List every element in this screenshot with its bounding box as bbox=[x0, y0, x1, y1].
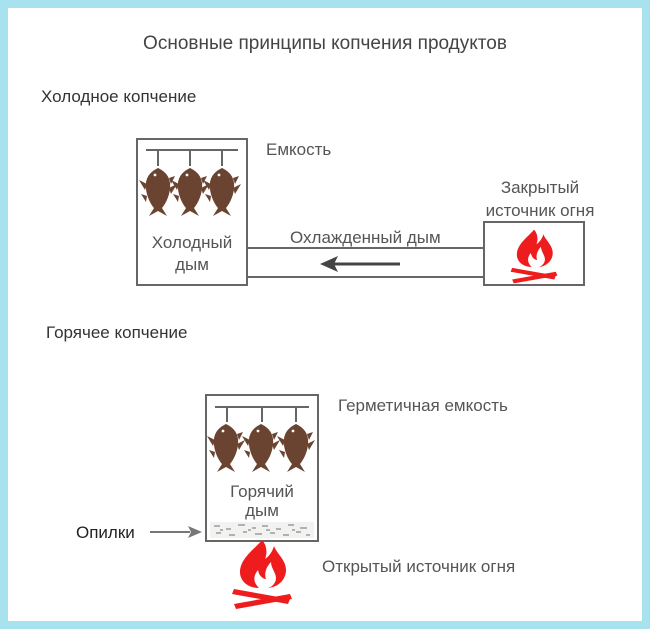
hot-smoke-label: Горячий дым bbox=[206, 482, 318, 520]
fish-icon bbox=[242, 424, 280, 472]
cold-container bbox=[136, 138, 248, 286]
cold-smoking-heading: Холодное копчение bbox=[41, 87, 197, 106]
fire-icon bbox=[510, 229, 558, 284]
container-label: Емкость bbox=[266, 140, 332, 159]
arrow-right-icon bbox=[150, 526, 202, 538]
sealed-container-label: Герметичная емкость bbox=[338, 396, 508, 415]
hot-smoking-heading: Горячее копчение bbox=[46, 323, 188, 342]
fish-icon bbox=[203, 168, 241, 216]
arrow-left-icon bbox=[320, 256, 400, 272]
open-fire-label: Открытый источник огня bbox=[322, 557, 516, 576]
closed-fire-label-line2: источник огня bbox=[485, 201, 595, 220]
fish-icon bbox=[277, 424, 315, 472]
hot-smoke-label-line2: дым bbox=[245, 501, 279, 520]
fire-icon bbox=[232, 540, 292, 609]
cold-smoke-label: Холодный дым bbox=[137, 232, 247, 276]
fish-icon bbox=[139, 168, 177, 216]
sawdust-label: Опилки bbox=[76, 523, 135, 542]
fish-icon bbox=[207, 424, 245, 472]
fish-icon bbox=[171, 168, 209, 216]
diagram-title: Основные принципы копчения продуктов bbox=[143, 33, 507, 54]
cold-smoke-label-line1: Холодный bbox=[151, 233, 233, 252]
cold-smoke-label-line2: дым bbox=[175, 255, 209, 274]
hot-smoke-label-line1: Горячий bbox=[230, 482, 294, 501]
closed-fire-box bbox=[483, 221, 585, 286]
closed-fire-label-line1: Закрытый bbox=[500, 178, 580, 197]
closed-fire-label: Закрытый источник огня bbox=[480, 176, 600, 222]
sawdust bbox=[210, 522, 314, 538]
cooled-smoke-label: Охлажденный дым bbox=[290, 228, 441, 247]
